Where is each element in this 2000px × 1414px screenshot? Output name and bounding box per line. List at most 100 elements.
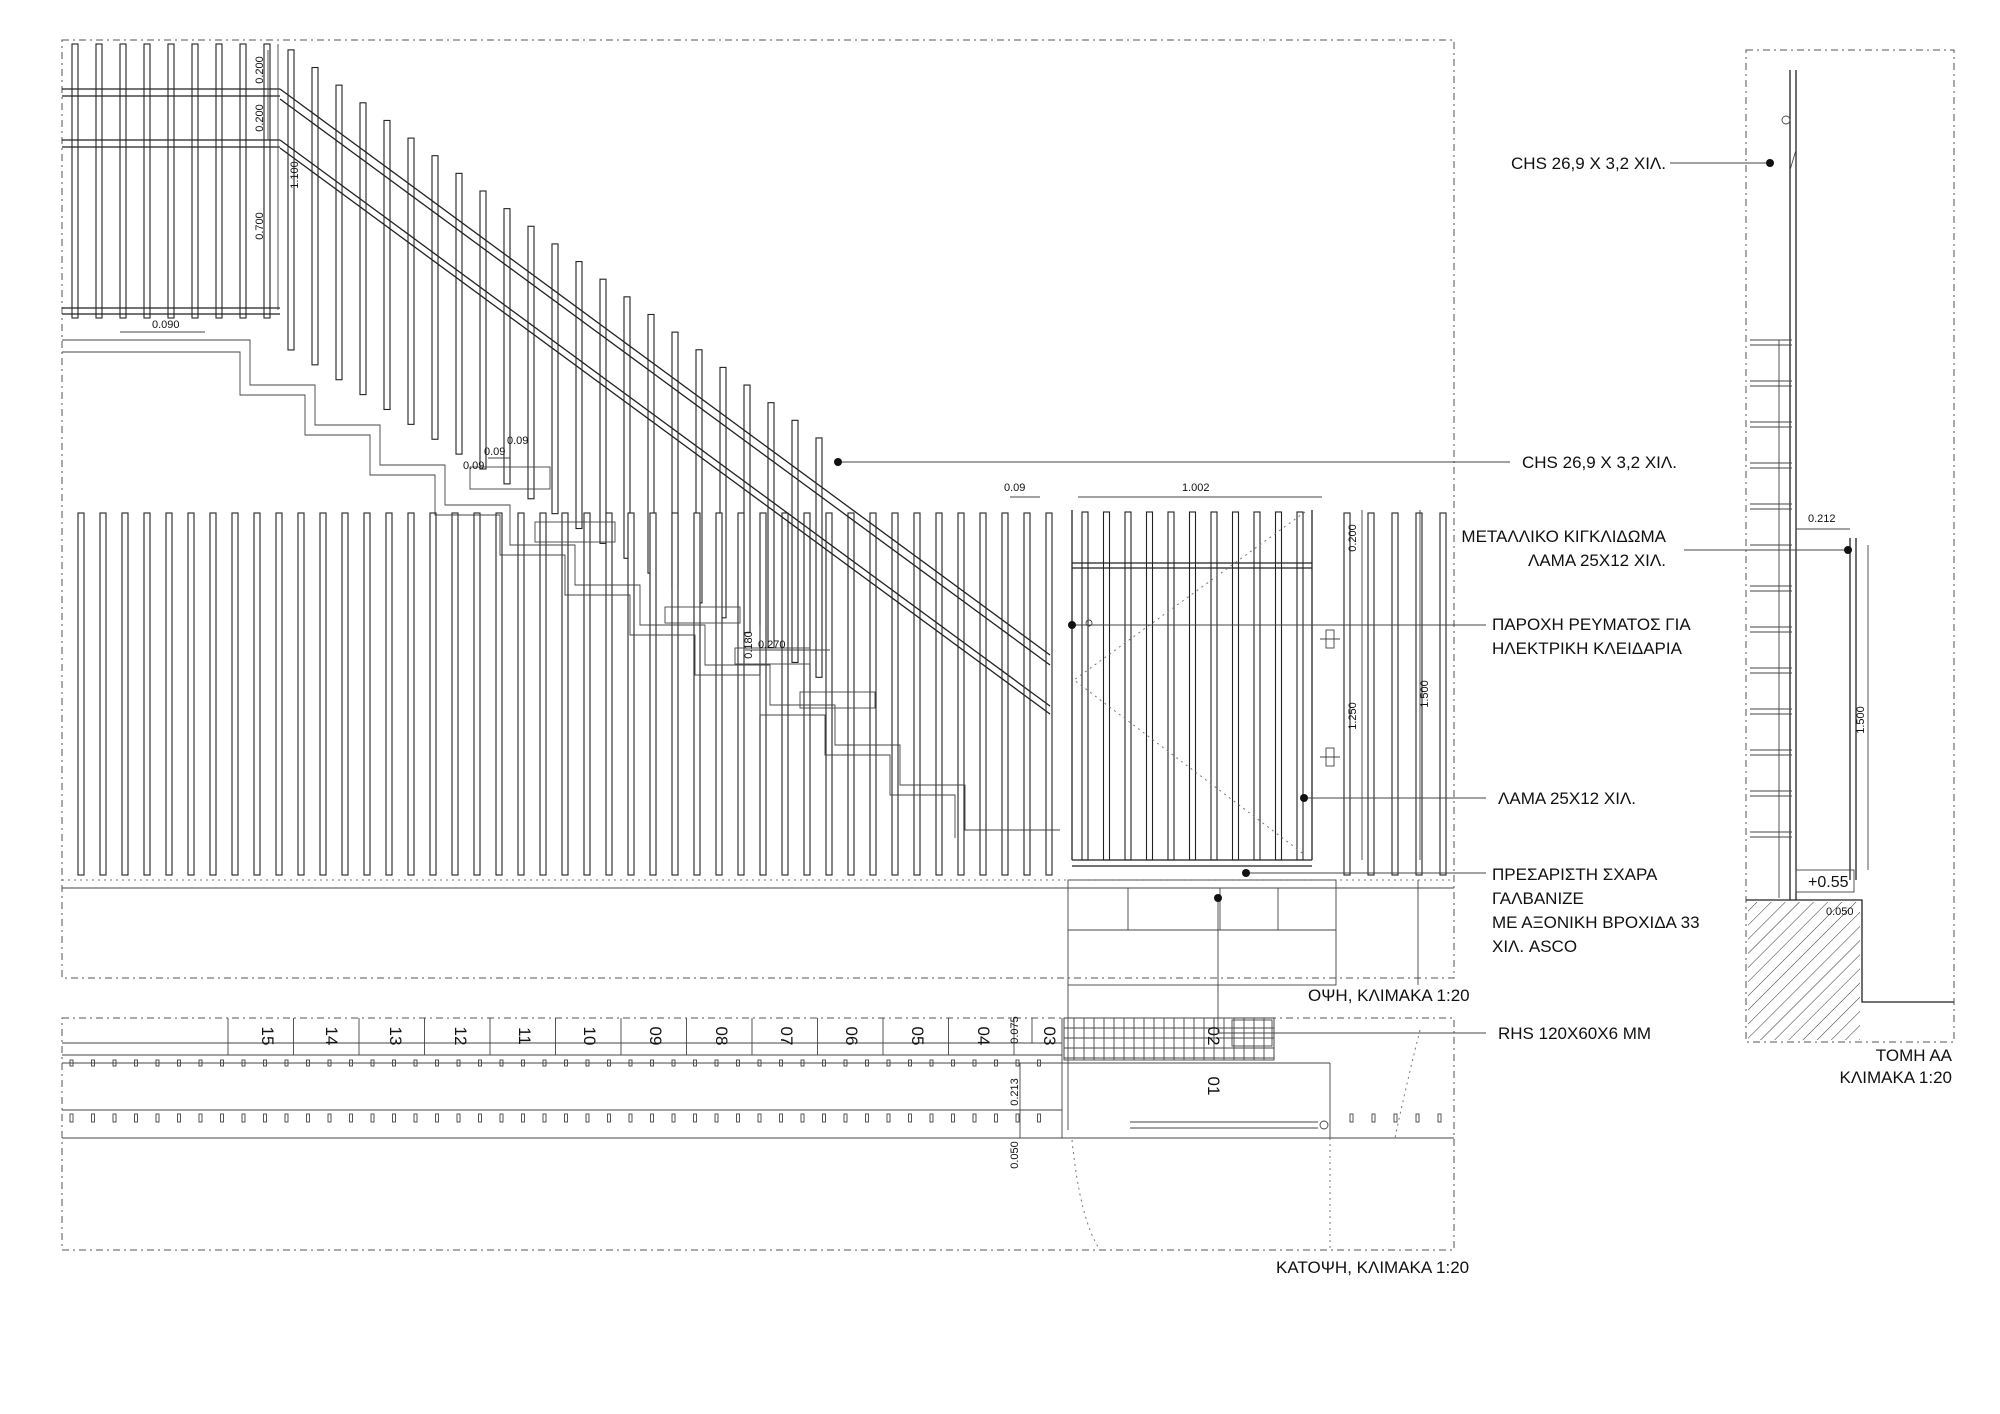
plan-tick [349,1113,353,1123]
plan-tick [779,1113,783,1123]
step-number: 15 [258,1027,277,1046]
baluster [605,512,613,876]
baluster [1391,512,1399,876]
step-number: 09 [646,1027,665,1046]
plan-tick [370,1059,375,1067]
plan-tick [865,1113,869,1123]
baluster [341,512,349,876]
plan-tick [972,1059,977,1067]
baluster [191,43,199,319]
section-title-1: ΤΟΜΗ ΑΑ [1876,1046,1953,1065]
dim-009-a: 0.09 [507,435,528,447]
dim-0270: 0.270 [758,639,786,651]
plan-tick [177,1059,181,1067]
baluster [311,66,319,366]
plan-tick [693,1059,697,1067]
step-number: 05 [908,1027,927,1046]
landing-top-rails [62,88,280,315]
plan-tick [1349,1113,1354,1123]
plan-tick [671,1059,676,1067]
baluster [383,119,391,411]
baluster [517,512,525,876]
baluster [363,512,371,876]
plan-tick [607,1113,611,1123]
plan-tick [779,1059,783,1067]
level-marker [1795,869,1855,893]
plan-tick [521,1113,525,1123]
plan-tick [671,1113,676,1123]
plan-tick [542,1113,547,1123]
baluster [143,512,151,876]
stair-profile [62,339,1060,831]
plan-tick [822,1113,826,1123]
baluster [167,43,175,319]
baluster [561,512,569,876]
ground-hatch [1748,902,1860,1040]
plan-tick [542,1059,547,1067]
step-number: 07 [777,1027,796,1046]
baluster [1415,512,1423,876]
baluster [803,512,811,876]
elevation-frame [61,39,1455,979]
note-chs-section: CHS 26,9 X 3,2 ΧΙΛ. [1511,154,1666,173]
plan-tick [736,1113,740,1123]
plan-tick [822,1059,826,1067]
plan-tick [564,1059,568,1067]
baluster [1343,512,1351,876]
plan-tick [951,1113,955,1123]
plan-step-dividers [227,1018,1015,1055]
plan-tick [1015,1059,1020,1067]
section-aa-view: +0.55 0.212 1.500 0.050 ΤΟΜΗ ΑΑ ΚΛΙΜΑΚΑ … [1745,49,1955,1087]
plan-tick [263,1113,267,1123]
step-number: 14 [322,1027,341,1046]
note-grating-4: ΧΙΛ. ASCO [1492,937,1577,956]
baluster [71,43,79,319]
baluster [551,243,559,515]
plan-tick [284,1059,289,1067]
baluster [479,190,487,470]
gate-baluster [1167,511,1175,861]
dim-1100: 1.100 [289,161,301,189]
step-number: 13 [386,1027,405,1046]
baluster [495,512,503,876]
plan-tick [91,1059,95,1067]
plan-tick [757,1059,762,1067]
plan-tick [1371,1113,1376,1123]
note-railing-1: ΜΕΤΑΛΛΙΚΟ ΚΙΓΚΛΙΔΩΜΑ [1461,527,1666,546]
plan-step-numbers: 15 14 13 12 11 10 09 08 07 06 05 04 03 0… [258,1027,1223,1096]
plan-tick [1393,1113,1398,1123]
plan-tick [714,1059,719,1067]
plan-tick [413,1059,418,1067]
plan-tick [499,1059,504,1067]
plan-tick [69,1059,74,1067]
plan-tick [908,1059,912,1067]
plan-tick [349,1059,353,1067]
plan-tick [392,1113,396,1123]
baluster [275,512,283,876]
dim-0700: 0.700 [254,212,266,240]
section-frame [1745,49,1955,1043]
foundation-block [1067,879,1419,1130]
baluster [671,512,679,876]
plan-tick [456,1113,461,1123]
baluster [385,512,393,876]
gate-baluster [1124,511,1132,861]
dim-009-d: 0.09 [1004,482,1025,494]
plan-tick [585,1059,590,1067]
step-number: 11 [515,1027,534,1045]
dim-009-c: 0.09 [463,460,484,472]
note-power-2: ΗΛΕΚΤΡΙΚΗ ΚΛΕΙΔΑΡΙΑ [1492,639,1683,658]
dim-1250: 1.250 [1347,702,1359,730]
plan-tick [951,1059,955,1067]
plan-tick [284,1113,289,1123]
plan-tick [327,1059,332,1067]
baluster [743,384,751,634]
baluster [979,512,987,876]
note-grating-3: ΜΕ ΑΞΟΝΙΚΗ ΒΡΟΧΙΔΑ 33 [1492,913,1700,932]
plan-tick [241,1113,246,1123]
plan-tick [413,1113,418,1123]
plan-tick [972,1113,977,1123]
baluster [1001,512,1009,876]
plan-tick [994,1059,998,1067]
